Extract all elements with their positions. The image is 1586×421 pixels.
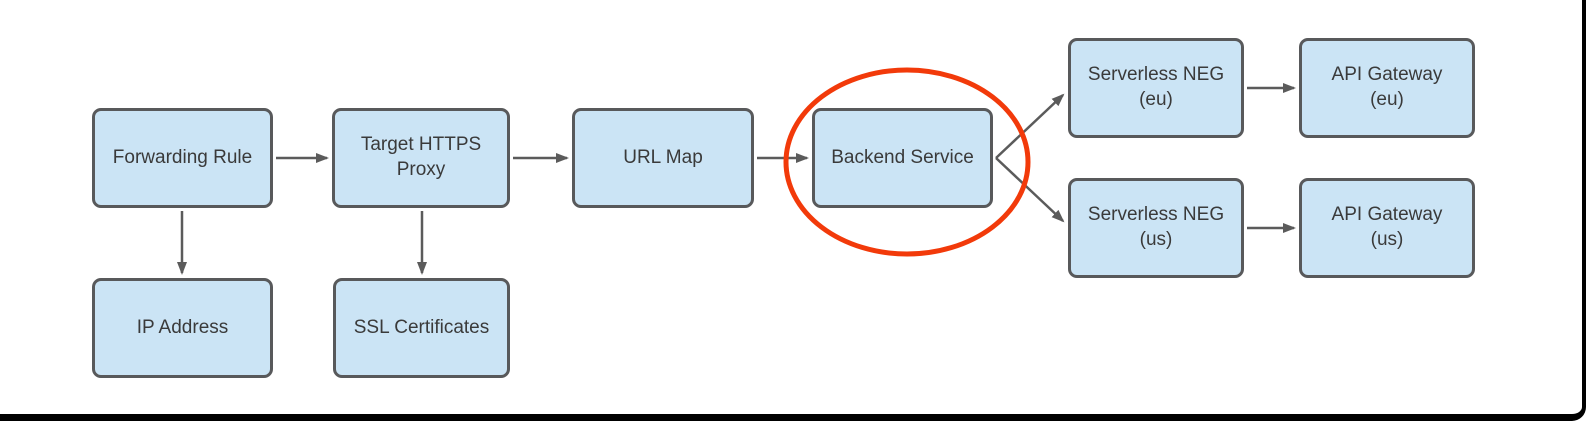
node-target-https-proxy: Target HTTPS Proxy — [332, 108, 510, 208]
node-ip-address-label: IP Address — [136, 316, 229, 338]
node-forwarding-rule-label: Forwarding Rule — [112, 146, 253, 168]
node-url-map: URL Map — [572, 108, 754, 208]
node-serverless-neg-eu-label: Serverless NEG (eu) — [1087, 64, 1225, 110]
edge-backend-service-to-serverless-neg-eu — [995, 93, 1065, 159]
node-ssl-certificates: SSL Certificates — [333, 278, 510, 378]
node-serverless-neg-us: Serverless NEG (us) — [1068, 178, 1244, 278]
node-target-https-proxy-label: Target HTTPS Proxy — [360, 134, 482, 180]
node-ip-address: IP Address — [92, 278, 273, 378]
node-backend-service-label: Backend Service — [831, 146, 974, 168]
node-api-gateway-eu-label: API Gateway (eu) — [1331, 64, 1443, 110]
node-url-map-label: URL Map — [623, 146, 703, 168]
node-api-gateway-eu: API Gateway (eu) — [1299, 38, 1475, 138]
node-forwarding-rule: Forwarding Rule — [92, 108, 273, 208]
node-api-gateway-us: API Gateway (us) — [1299, 178, 1475, 278]
edge-backend-service-to-serverless-neg-us — [995, 157, 1065, 223]
node-ssl-certificates-label: SSL Certificates — [353, 316, 490, 338]
node-api-gateway-us-label: API Gateway (us) — [1331, 204, 1443, 250]
node-backend-service: Backend Service — [812, 108, 993, 208]
node-serverless-neg-eu: Serverless NEG (eu) — [1068, 38, 1244, 138]
node-serverless-neg-us-label: Serverless NEG (us) — [1087, 204, 1225, 250]
